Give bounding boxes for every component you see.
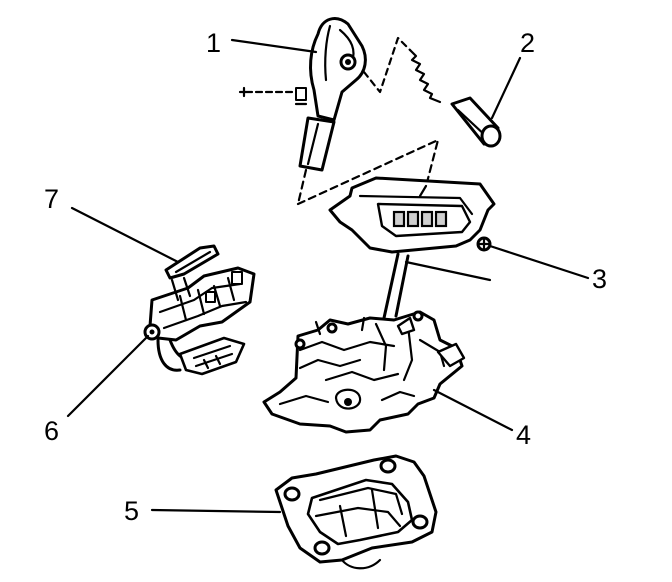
callout-labels: 1 2 3 4 5 6 7 [44,28,607,526]
callout-5: 5 [124,496,139,526]
callout-leader-lines [66,38,590,514]
part-6-7-switch-assembly [143,244,256,376]
part-1-shift-knob [238,17,440,206]
part-2-button-pin [362,36,502,148]
leader-line-7 [70,206,180,264]
leader-line-4 [432,388,514,432]
callout-2: 2 [520,28,535,58]
callout-7: 7 [44,184,59,214]
leader-line-6 [66,334,150,418]
leader-line-3 [488,244,590,280]
callout-6: 6 [44,416,59,446]
part-3-indicator-bezel [328,176,496,320]
callout-3: 3 [592,264,607,294]
part-5-boot-plate [274,454,438,570]
leader-line-2 [490,56,522,120]
leader-line-5 [150,508,282,514]
knob-screw [238,86,308,106]
callout-4: 4 [516,420,531,450]
leader-line-1 [230,38,318,54]
callout-1: 1 [206,28,221,58]
part-4-shifter-base [262,310,466,434]
